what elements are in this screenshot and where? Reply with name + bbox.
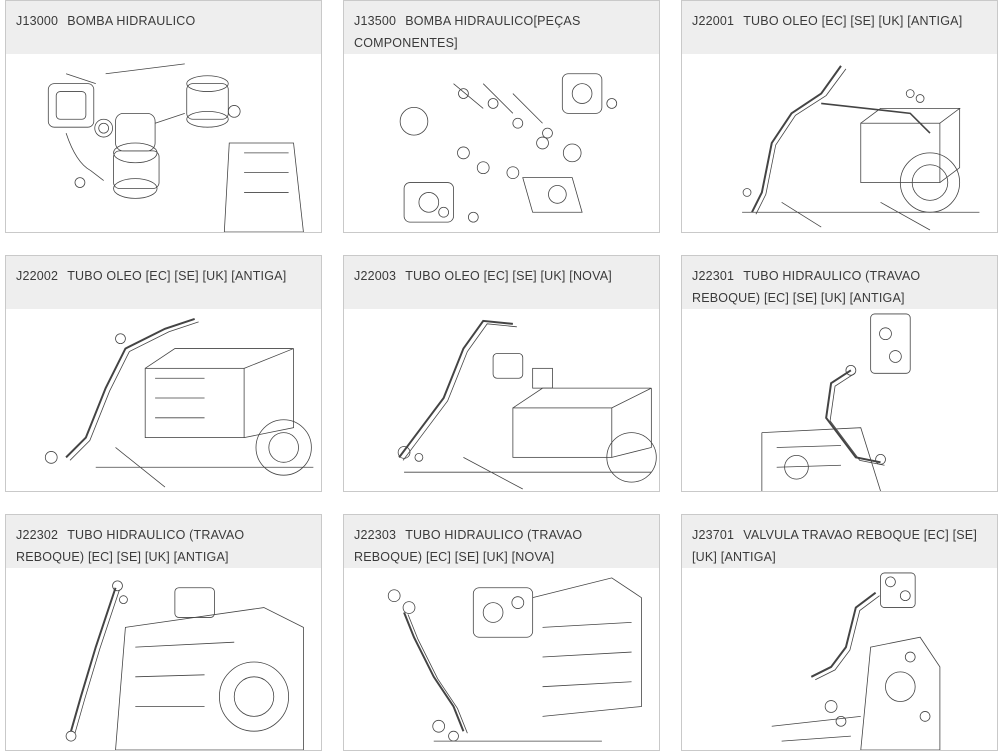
part-code: J13000 [16,14,59,28]
card-header: J22001 TUBO OLEO [EC] [SE] [UK] [ANTIGA] [682,1,997,54]
part-title: TUBO HIDRAULICO (TRAVAO REBOQUE) [EC] [S… [16,528,245,564]
card-header: J22002 TUBO OLEO [EC] [SE] [UK] [ANTIGA] [6,256,321,309]
exploded-diagram-image[interactable] [6,54,321,232]
exploded-diagram-image[interactable] [344,309,659,491]
part-card-j22003[interactable]: J22003 TUBO OLEO [EC] [SE] [UK] [NOVA] [343,255,660,492]
part-code: J22301 [692,269,735,283]
part-code: J23701 [692,528,735,542]
hydraulic-pipe-diagram [387,577,642,742]
part-title: TUBO OLEO [EC] [SE] [UK] [ANTIGA] [67,269,287,283]
hydraulic-pipe-diagram [761,313,911,491]
exploded-diagram-image[interactable] [682,309,997,491]
oil-pipe-diagram [44,317,314,488]
part-card-j22002[interactable]: J22002 TUBO OLEO [EC] [SE] [UK] [ANTIGA] [5,255,322,492]
part-code: J22002 [16,269,59,283]
exploded-diagram-image[interactable] [6,568,321,750]
card-header: J22003 TUBO OLEO [EC] [SE] [UK] [NOVA] [344,256,659,309]
card-header: J13000 BOMBA HIDRAULICO [6,1,321,54]
part-card-j13000[interactable]: J13000 BOMBA HIDRAULICO [5,0,322,233]
part-title: BOMBA HIDRAULICO [67,14,196,28]
part-title: TUBO HIDRAULICO (TRAVAO REBOQUE) [EC] [S… [354,528,583,564]
part-card-j22001[interactable]: J22001 TUBO OLEO [EC] [SE] [UK] [ANTIGA] [681,0,998,233]
part-title: VALVULA TRAVAO REBOQUE [EC] [SE] [UK] [A… [692,528,978,564]
exploded-diagram-image[interactable] [682,54,997,232]
part-code: J22303 [354,528,397,542]
exploded-diagram-image[interactable] [344,568,659,750]
part-code: J22003 [354,269,397,283]
exploded-diagram-image[interactable] [6,309,321,491]
hydraulic-pump-diagram [47,63,304,232]
oil-pipe-diagram [397,319,657,490]
part-code: J22001 [692,14,735,28]
part-title: TUBO HIDRAULICO (TRAVAO REBOQUE) [EC] [S… [692,269,921,305]
pump-components-diagram [399,73,618,223]
part-title: BOMBA HIDRAULICO[PEÇAS COMPONENTES] [354,14,581,50]
oil-pipe-diagram [742,65,980,231]
brake-valve-diagram [771,572,941,750]
part-title: TUBO OLEO [EC] [SE] [UK] [NOVA] [405,269,612,283]
part-code: J13500 [354,14,397,28]
hydraulic-pipe-diagram [65,580,304,750]
exploded-diagram-image[interactable] [682,568,997,750]
part-title: TUBO OLEO [EC] [SE] [UK] [ANTIGA] [743,14,963,28]
exploded-diagram-image[interactable] [344,54,659,232]
part-code: J22302 [16,528,59,542]
